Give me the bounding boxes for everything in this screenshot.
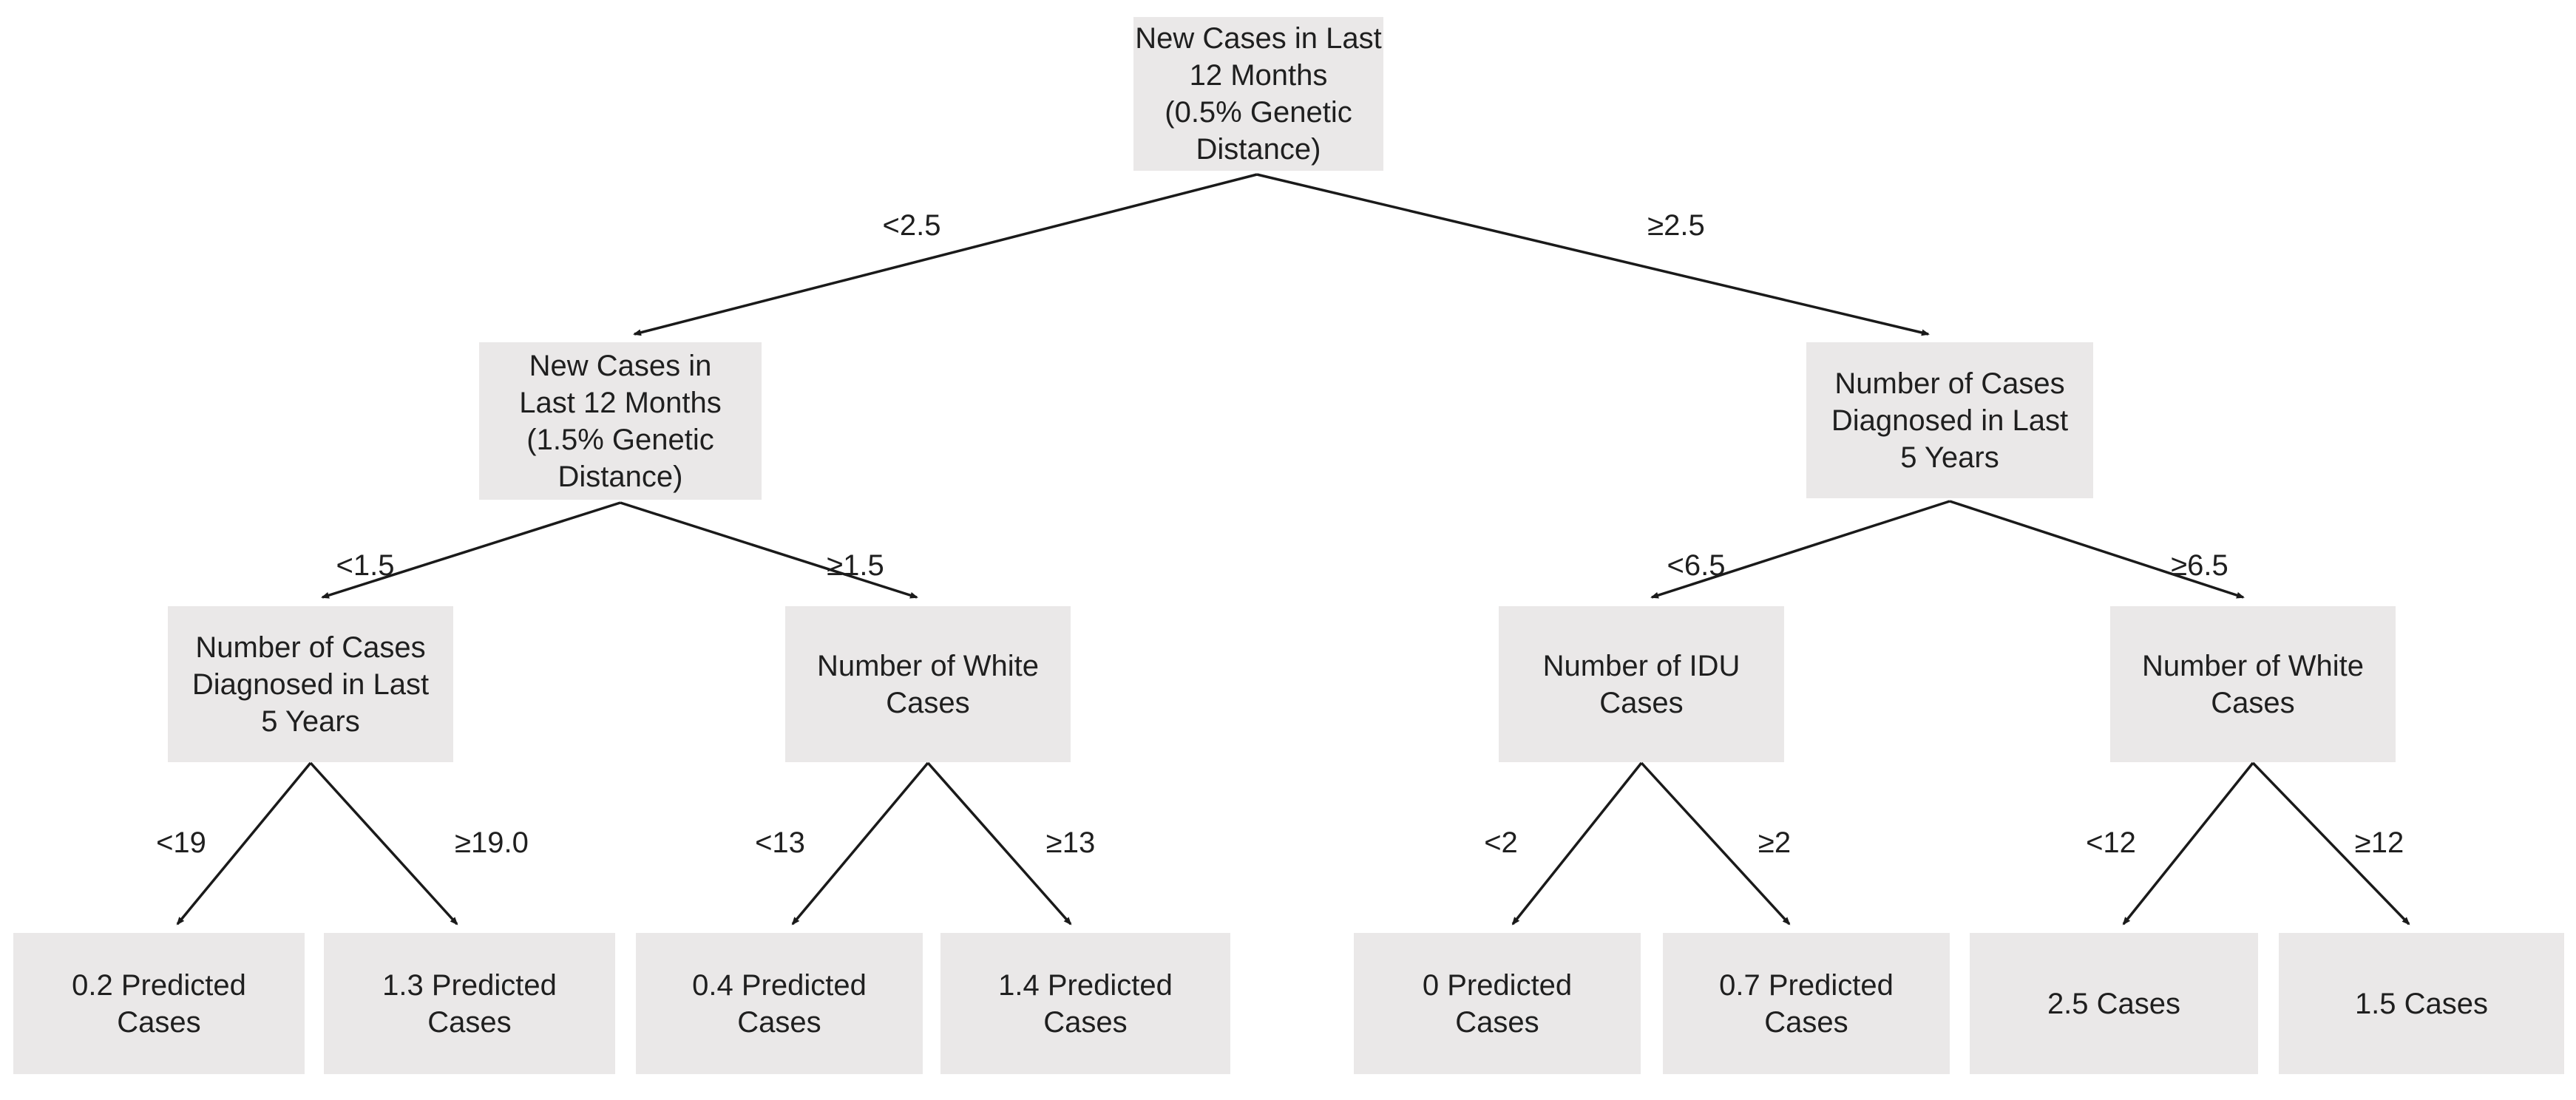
leaf-0-7-predicted-cases: 0.7 Predicted Cases bbox=[1663, 933, 1950, 1074]
arrow-whiteright-to-leaf7 bbox=[2122, 761, 2254, 926]
leaf-1-5-cases: 1.5 Cases bbox=[2279, 933, 2564, 1074]
arrow-l2right-to-idu bbox=[1650, 500, 1950, 599]
edge-label-ge-19-0: ≥19.0 bbox=[455, 826, 529, 859]
leaf-2-5-cases: 2.5 Cases bbox=[1970, 933, 2258, 1074]
arrow-cases5yr-to-leaf2 bbox=[309, 761, 458, 926]
arrow-l2left-to-whiteleft bbox=[620, 501, 918, 599]
leaf-0-4-predicted-cases: 0.4 Predicted Cases bbox=[636, 933, 923, 1074]
edge-label-lt-19: <19 bbox=[156, 826, 206, 859]
node-number-of-white-cases-right: Number of White Cases bbox=[2110, 606, 2396, 762]
edge-label-lt-1-5: <1.5 bbox=[336, 549, 395, 582]
node-number-of-white-cases-left: Number of White Cases bbox=[785, 606, 1071, 762]
leaf-0-predicted-cases: 0 Predicted Cases bbox=[1354, 933, 1641, 1074]
leaf-1-4-predicted-cases: 1.4 Predicted Cases bbox=[940, 933, 1230, 1074]
arrow-l2right-to-whiteright bbox=[1949, 500, 2245, 599]
arrow-whiteleft-to-leaf4 bbox=[926, 761, 1072, 926]
node-cases-diagnosed-last-5-years-left: Number of Cases Diagnosed in Last 5 Year… bbox=[168, 606, 453, 762]
arrow-root-to-l2-left bbox=[633, 173, 1258, 336]
arrow-idu-to-leaf6 bbox=[1640, 761, 1791, 926]
node-cases-diagnosed-last-5-years-right: Number of Cases Diagnosed in Last 5 Year… bbox=[1806, 342, 2093, 498]
node-root-new-cases-0-5-genetic-distance: New Cases in Last 12 Months (0.5% Geneti… bbox=[1133, 17, 1383, 171]
edge-label-ge-6-5: ≥6.5 bbox=[2171, 549, 2228, 582]
arrow-whiteleft-to-leaf3 bbox=[791, 761, 929, 926]
node-new-cases-1-5-genetic-distance: New Cases in Last 12 Months (1.5% Geneti… bbox=[479, 342, 762, 500]
edge-label-lt-6-5: <6.5 bbox=[1667, 549, 1726, 582]
edge-label-lt-12: <12 bbox=[2086, 826, 2136, 859]
arrow-root-to-l2-right bbox=[1256, 173, 1930, 336]
node-number-of-idu-cases: Number of IDU Cases bbox=[1499, 606, 1784, 762]
arrow-idu-to-leaf5 bbox=[1511, 761, 1643, 926]
leaf-0-2-predicted-cases: 0.2 Predicted Cases bbox=[13, 933, 305, 1074]
arrow-cases5yr-to-leaf1 bbox=[176, 761, 312, 926]
edge-label-lt-13: <13 bbox=[755, 826, 805, 859]
edge-label-root-lt-2-5: <2.5 bbox=[882, 209, 941, 242]
edge-label-ge-2: ≥2 bbox=[1758, 826, 1792, 859]
edge-label-ge-1-5: ≥1.5 bbox=[827, 549, 884, 582]
edge-label-ge-12: ≥12 bbox=[2354, 826, 2404, 859]
arrow-whiteright-to-leaf8 bbox=[2251, 761, 2410, 926]
edge-label-ge-13: ≥13 bbox=[1045, 826, 1096, 859]
edge-label-lt-2: <2 bbox=[1484, 826, 1518, 859]
leaf-1-3-predicted-cases: 1.3 Predicted Cases bbox=[324, 933, 615, 1074]
arrow-l2left-to-cases5yr bbox=[321, 501, 621, 599]
edge-label-root-ge-2-5: ≥2.5 bbox=[1647, 209, 1705, 242]
